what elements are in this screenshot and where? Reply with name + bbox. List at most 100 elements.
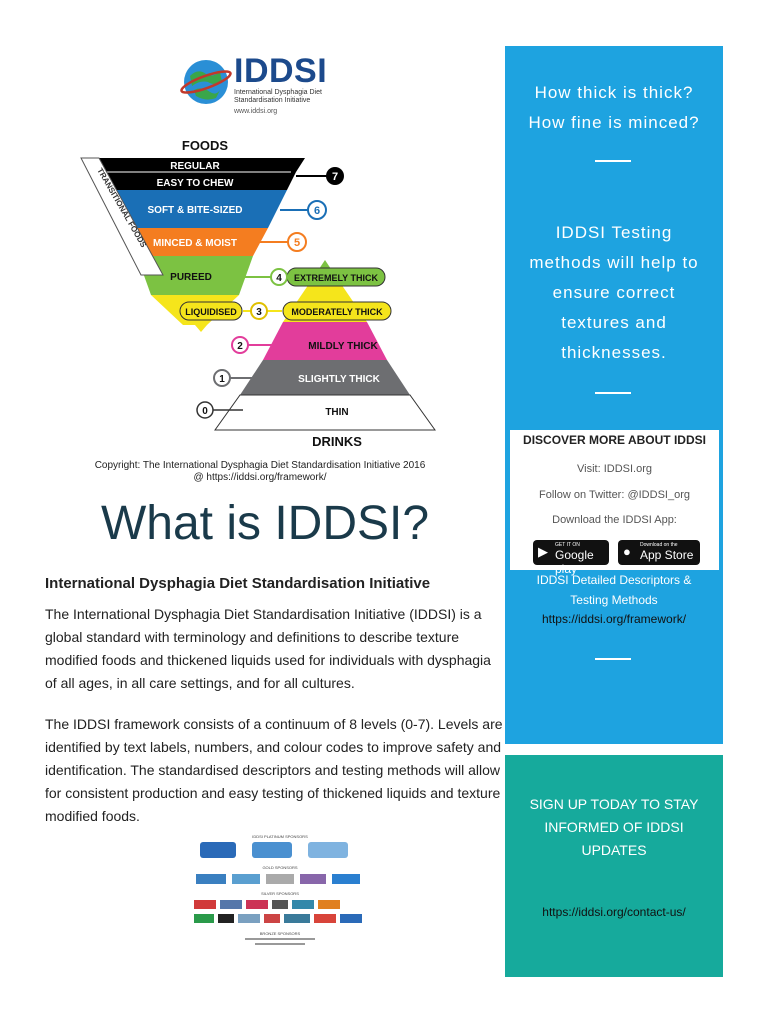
level-2-badge [231,336,249,354]
sponsor-logo [266,874,294,884]
iddsi-logo: IDDSI International Dysphagia Diet Stand… [180,50,350,120]
platinum-sponsors-title: IDDSI PLATINUM SPONSORS [252,834,308,839]
sponsor-logo [196,874,226,884]
label-soft-bite-sized: SOFT & BITE-SIZED [148,205,243,216]
sponsor-logo [194,900,216,909]
sponsor-logo [300,874,326,884]
sponsors-logos: IDDSI PLATINUM SPONSORS GOLD SPONSORS SI… [194,834,362,945]
thickness-question: How thick is thick? How fine is minced? [505,78,723,138]
app-store-label: App Store [640,548,694,562]
sponsor-logo [252,842,292,858]
descriptors-line: Testing Methods [570,593,658,607]
logo-url: www.iddsi.org [234,108,278,115]
sponsor-logo [200,842,236,858]
discover-title: DISCOVER MORE ABOUT IDDSI [523,433,706,447]
level-6-band [103,190,287,228]
level-6-number: 6 [314,205,320,217]
level-0-number: 0 [202,406,208,417]
signup-panel: SIGN UP TODAY TO STAY INFORMED OF IDDSI … [505,755,723,977]
label-slightly-thick: SLIGHTLY THICK [298,374,380,385]
silver-sponsors-title: SILVER SPONSORS [261,891,299,896]
level-4-badge [270,268,288,286]
app-store-small: Download on the [640,542,678,548]
sponsor-logo [318,900,340,909]
level-6-badge [307,200,327,220]
contact-link[interactable]: https://iddsi.org/contact-us/ [542,905,686,919]
sponsor-logo [284,914,310,923]
level-2-band [263,322,387,360]
google-play-label: Google play [555,548,594,576]
sponsor-logo [220,900,242,909]
divider [595,658,631,660]
question-line: How thick is thick? [534,83,694,102]
copyright-line2: @ https://iddsi.org/framework/ [193,472,327,483]
level-2-number: 2 [237,341,243,352]
sponsor-logo [292,900,314,909]
section-subtitle: International Dysphagia Diet Standardisa… [45,575,431,592]
drink-pyramid [214,260,436,431]
level-5-band [122,228,268,256]
twitter-link[interactable]: Follow on Twitter: @IDDSI_org [539,489,690,501]
signup-text: SIGN UP TODAY TO STAY INFORMED OF IDDSI … [505,793,723,862]
sponsor-logo [218,914,234,923]
label-pureed: PUREED [170,272,212,283]
methods-line: methods will help to [529,253,699,272]
level-3-number: 3 [256,307,262,318]
descriptors-line: IDDSI Detailed Descriptors & [536,573,692,587]
copyright-note: Copyright: The International Dysphagia D… [60,460,460,484]
sponsor-logo [272,900,288,909]
signup-line: INFORMED OF IDDSI [544,819,684,835]
sponsor-logo [314,914,336,923]
signup-line: UPDATES [581,842,647,858]
level-4-band-food [137,256,253,295]
drinks-label: DRINKS [312,434,362,449]
level-1-band [240,360,410,395]
level-7-band-easy [94,172,296,190]
bronze-sponsors-title: BRONZE SPONSORS [260,931,301,936]
logo-subtitle: International Dysphagia Diet Standardisa… [234,89,322,104]
sponsor-logo [264,914,280,923]
level-0-badge [196,401,214,419]
intro-paragraph: The International Dysphagia Diet Standar… [45,606,491,691]
label-easy-to-chew: EASY TO CHEW [157,178,234,189]
app-store-button[interactable]: ● Download on the App Store [618,540,700,565]
sponsor-logo [232,874,260,884]
play-icon: ▶ [538,544,548,559]
sponsor-logo [308,842,348,858]
level-4-number: 4 [276,273,282,284]
discover-box: DISCOVER MORE ABOUT IDDSI Visit: IDDSI.o… [510,430,719,576]
label-minced-moist: MINCED & MOIST [153,238,237,249]
page-title: What is IDDSI? [100,497,430,550]
sponsor-logo [238,914,260,923]
foods-label: FOODS [182,138,229,153]
label-thin: THIN [325,407,348,418]
label-mildly-thick: MILDLY THICK [308,341,378,352]
divider [595,392,631,394]
level-3-badge [250,302,268,320]
level-1-badge [213,369,231,387]
methods-line: IDDSI Testing [555,223,673,242]
framework-link[interactable]: https://iddsi.org/framework/ [541,612,687,626]
level-0-band [214,394,436,431]
visit-link[interactable]: Visit: IDDSI.org [577,463,652,475]
level-5-number: 5 [294,237,300,249]
sponsor-logo [332,874,360,884]
question-line: How fine is minced? [528,113,700,132]
apple-icon: ● [623,544,631,559]
label-regular: REGULAR [170,161,220,172]
gold-sponsors-title: GOLD SPONSORS [262,865,297,870]
methods-line: thicknesses. [561,343,667,362]
methods-line: ensure correct [552,283,676,302]
iddsi-framework-diagram: FOODS TRANSITIONAL FOODS REGULAR EASY TO… [80,138,436,449]
transitional-bar [80,157,164,276]
globe-icon [180,60,232,104]
sponsor-logo [194,914,214,923]
info-panel: How thick is thick? How fine is minced? … [505,46,723,744]
copyright-line1: Copyright: The International Dysphagia D… [94,460,426,471]
google-play-button[interactable]: ▶ GET IT ON Google play [533,540,609,576]
sponsor-logo [246,900,268,909]
label-extremely-thick: EXTREMELY THICK [294,273,379,283]
testing-methods-text: IDDSI Testing methods will help to ensur… [505,218,723,368]
label-liquidised: LIQUIDISED [185,307,237,317]
level-1-number: 1 [219,374,225,385]
